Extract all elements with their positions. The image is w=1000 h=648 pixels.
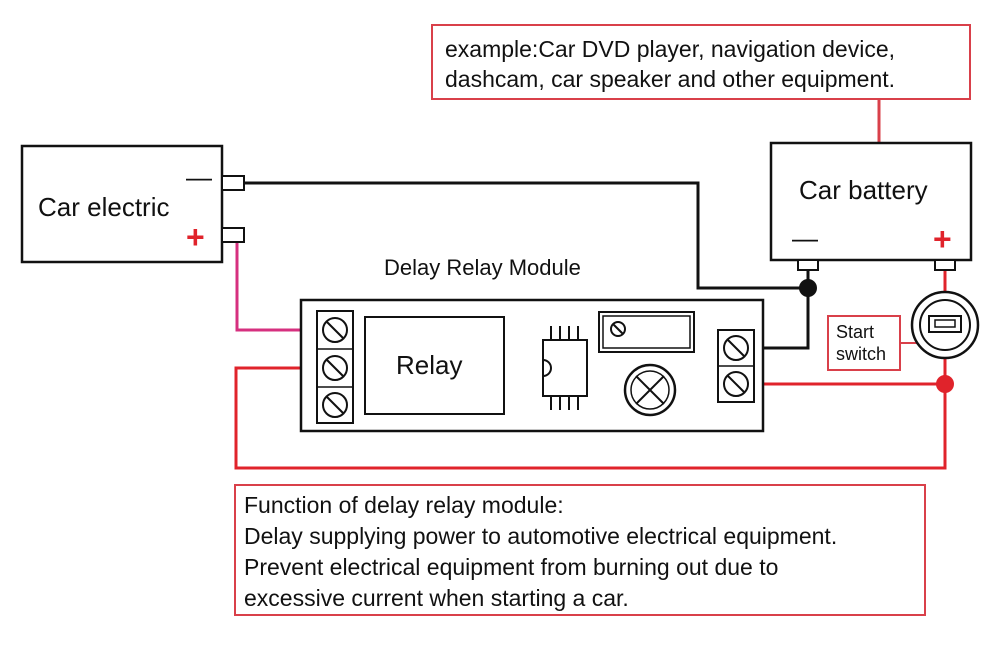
example-equipment-note: example:Car DVD player, navigation devic… [431, 24, 971, 100]
wires [234, 100, 954, 470]
relay-component [364, 316, 505, 415]
module-title: Delay Relay Module [384, 255, 581, 280]
function-note-line-4: excessive current when starting a car. [244, 585, 629, 611]
car-battery-plus-sign: + [933, 221, 952, 257]
example-note-line-2: dashcam, car speaker and other equipment… [445, 66, 896, 92]
ground-junction-dot [799, 279, 817, 297]
start-switch-label-line-2: switch [836, 344, 887, 364]
ic-chip-icon [542, 326, 588, 410]
function-note: Function of delay relay module: Delay su… [234, 484, 926, 616]
start-switch-label-line-1: Start [836, 322, 875, 342]
potentiometer-icon [598, 311, 695, 353]
right-terminal-block [717, 329, 755, 403]
car-battery-label: Car battery [799, 175, 928, 205]
red-loop-wire [234, 366, 947, 470]
function-note-line-2: Delay supplying power to automotive elec… [244, 523, 838, 549]
function-note-line-1: Function of delay relay module: [244, 492, 564, 518]
indicator-lamp-icon [623, 363, 677, 417]
module-ground-wire [762, 288, 810, 350]
start-switch-icon [910, 290, 980, 360]
car-battery-plus-terminal [934, 259, 956, 271]
car-electric-minus-terminal [221, 175, 245, 191]
power-junction-dot [936, 375, 954, 393]
function-note-line-3: Prevent electrical equipment from burnin… [244, 554, 779, 580]
car-electric-minus-sign: — [186, 162, 212, 192]
car-battery-minus-terminal [797, 259, 819, 271]
car-electric-box: Car electric — + [20, 144, 245, 264]
car-battery-minus-sign: — [792, 223, 818, 253]
pink-wire [235, 241, 320, 332]
car-battery-box: Car battery — + [769, 141, 973, 271]
left-terminal-block [316, 310, 354, 424]
delay-relay-module: Relay [299, 298, 765, 433]
ground-wire [245, 181, 808, 290]
start-switch-label-box: Start switch [827, 315, 901, 371]
car-electric-label: Car electric [38, 192, 169, 222]
relay-label: Relay [396, 350, 462, 380]
car-electric-plus-sign: + [186, 219, 205, 255]
car-electric-plus-terminal [221, 227, 245, 243]
example-note-line-1: example:Car DVD player, navigation devic… [445, 36, 896, 62]
